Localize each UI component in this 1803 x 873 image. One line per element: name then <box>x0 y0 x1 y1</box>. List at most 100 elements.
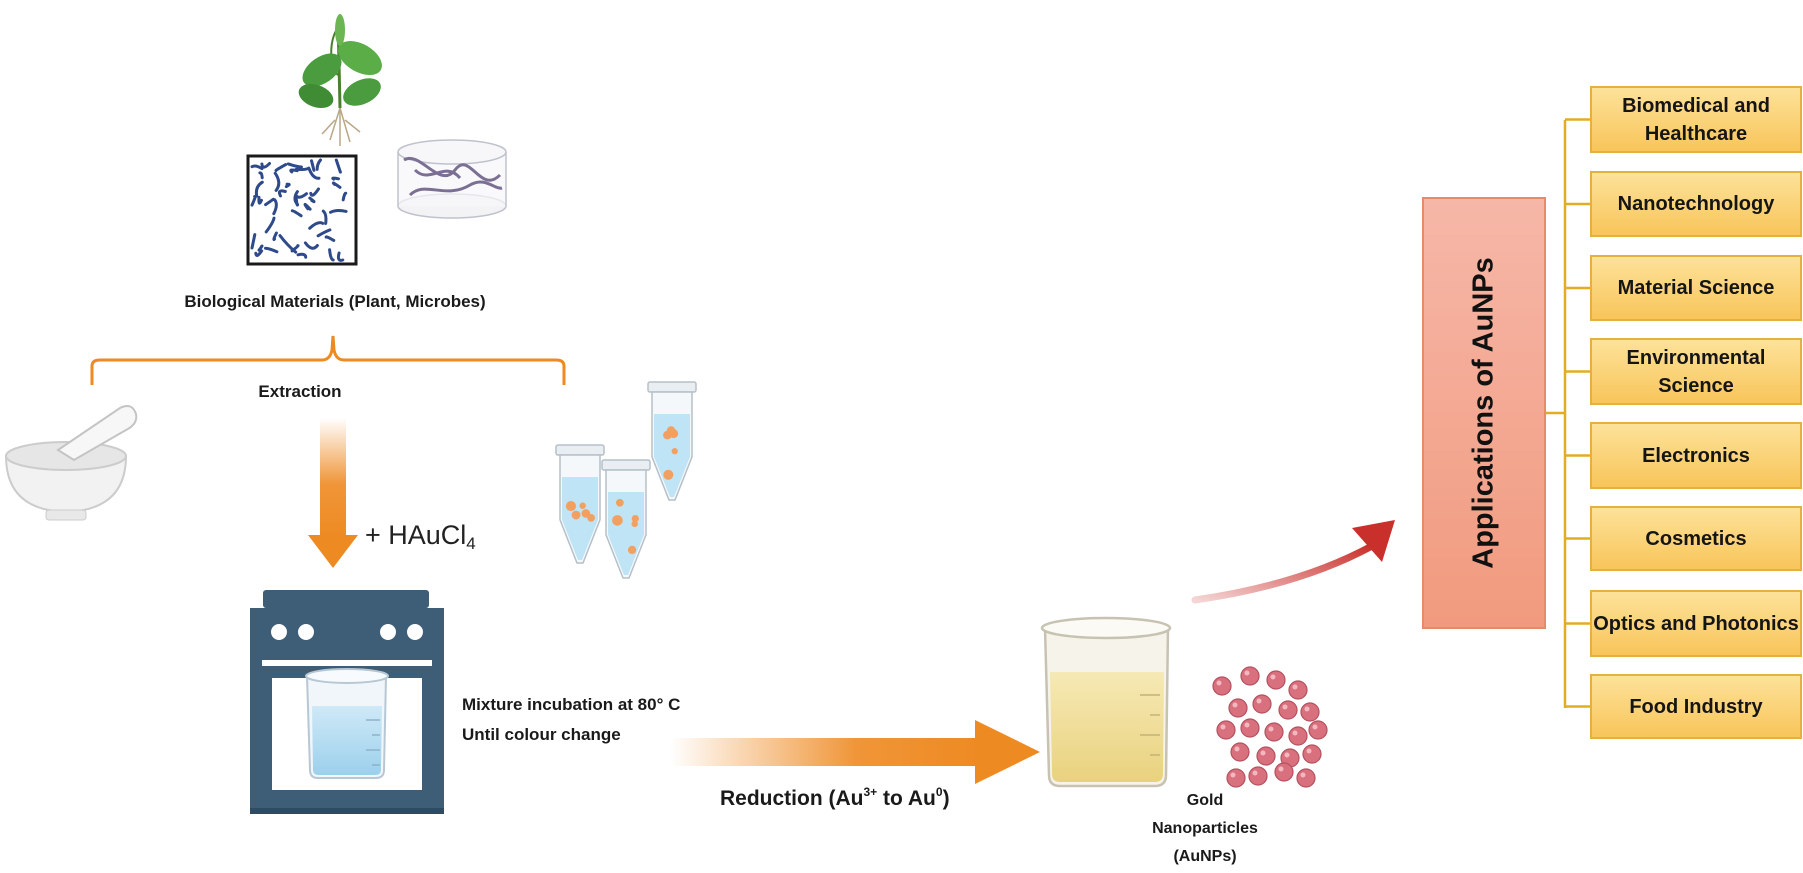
fiber-strand <box>331 181 342 189</box>
fiber-strand <box>294 196 300 207</box>
tube-particle <box>631 514 639 523</box>
gold-particle-highlight <box>1252 770 1258 776</box>
application-biomedical: Biomedical and Healthcare <box>1590 86 1802 153</box>
tube-particle <box>565 501 577 512</box>
fiber-strand <box>329 208 348 214</box>
fiber-strand <box>284 182 291 189</box>
gold-particle-highlight <box>1292 684 1298 690</box>
fiber-strand <box>260 162 271 169</box>
gold-nanoparticles-icon <box>1212 666 1328 788</box>
gold-particle-highlight <box>1312 724 1318 730</box>
test-tube <box>647 381 697 501</box>
fiber-strand <box>334 158 342 174</box>
fiber-strand <box>264 246 279 254</box>
gold-particle <box>1226 768 1246 788</box>
petri-dish-icon <box>397 139 507 219</box>
test-tubes-icon <box>555 381 697 579</box>
reduction-text-c: ) <box>942 787 950 810</box>
gold-particle-highlight <box>1300 772 1306 778</box>
extraction-arrow <box>308 418 358 568</box>
gold-particle-highlight <box>1282 704 1288 710</box>
fiber-strand <box>286 162 303 169</box>
extraction-bracket <box>90 335 566 385</box>
fiber-strand <box>308 221 325 230</box>
reduction-sup-b: 0 <box>935 785 943 799</box>
plant-icon <box>298 14 382 146</box>
fiber-strand <box>250 194 257 207</box>
tube-particle <box>615 498 624 507</box>
applications-arrow <box>1191 520 1395 604</box>
extraction-label: Extraction <box>258 382 342 401</box>
gold-particle-highlight <box>1232 702 1238 708</box>
fiber-strand <box>296 252 308 259</box>
gold-particle-highlight <box>1292 730 1298 736</box>
gold-particle <box>1264 722 1284 742</box>
reduction-text-b: to Au <box>877 787 936 810</box>
test-tube <box>601 459 651 579</box>
fiber-strand <box>341 191 348 202</box>
gold-particle <box>1240 666 1260 686</box>
reagent-label: + HAuCl4 <box>365 520 476 554</box>
tube-particle <box>627 545 637 555</box>
fiber-strand <box>250 233 257 250</box>
gold-particle <box>1288 680 1308 700</box>
gold-particle <box>1308 720 1328 740</box>
gold-particle-highlight <box>1216 680 1222 686</box>
fiber-strand <box>290 244 300 253</box>
fiber-strand <box>307 167 321 180</box>
fiber-strand <box>258 171 264 180</box>
fiber-strand <box>294 166 311 172</box>
fiber-strand <box>273 171 281 192</box>
fiber-strand <box>290 209 303 218</box>
tube-particle <box>671 448 678 455</box>
applications-connector <box>1546 118 1590 708</box>
fiber-strand <box>274 163 288 172</box>
gold-particle-highlight <box>1268 726 1274 732</box>
gold-nanoparticles-label: Gold Nanoparticles (AuNPs) <box>1152 792 1258 865</box>
tube-particle <box>612 515 623 526</box>
reduction-text-a: Reduction (Au <box>720 787 864 810</box>
gold-particle-highlight <box>1278 766 1284 772</box>
fiber-strand <box>336 251 345 262</box>
mortar-pestle-icon <box>4 405 138 521</box>
tube-particle <box>631 520 638 528</box>
reagent-subscript: 4 <box>466 534 476 553</box>
fiber-strand <box>254 180 264 198</box>
fiber-strand <box>308 196 316 204</box>
tube-particle <box>669 429 679 439</box>
gold-particle <box>1296 768 1316 788</box>
applications-title-box: Applications of AuNPs <box>1422 197 1546 629</box>
tube-particle <box>571 510 581 520</box>
fiber-strand <box>272 231 278 242</box>
fiber-strand <box>321 209 328 225</box>
incubation-line-2: Until colour change <box>462 725 621 744</box>
reduction-arrow <box>670 720 1040 784</box>
fiber-strand <box>303 241 319 250</box>
fiber-strand <box>303 202 312 211</box>
gold-particle-highlight <box>1304 706 1310 712</box>
gold-particle-highlight <box>1256 698 1262 704</box>
tube-particle <box>581 509 591 518</box>
gold-particle <box>1274 762 1294 782</box>
reagent-formula: + HAuCl <box>365 520 467 550</box>
fiber-strand <box>324 235 336 242</box>
gold-particle-highlight <box>1306 748 1312 754</box>
fiber-strand <box>254 249 264 257</box>
gold-particle <box>1228 698 1248 718</box>
gold-particle <box>1252 694 1272 714</box>
gold-particle-highlight <box>1244 722 1250 728</box>
beaker-blue-icon <box>305 668 389 779</box>
application-nanotechnology: Nanotechnology <box>1590 171 1802 237</box>
gold-particle-highlight <box>1270 674 1276 680</box>
gold-particle-highlight <box>1234 746 1240 752</box>
fiber-strand <box>310 159 316 172</box>
gold-particle <box>1300 702 1320 722</box>
gold-particle <box>1230 742 1250 762</box>
gold-particle <box>1266 670 1286 690</box>
application-environmental-science: Environmental Science <box>1590 338 1802 405</box>
fiber-strand <box>272 198 278 216</box>
fiber-strand <box>295 192 308 199</box>
tube-particle <box>663 469 674 480</box>
fiber-strand <box>316 228 332 238</box>
